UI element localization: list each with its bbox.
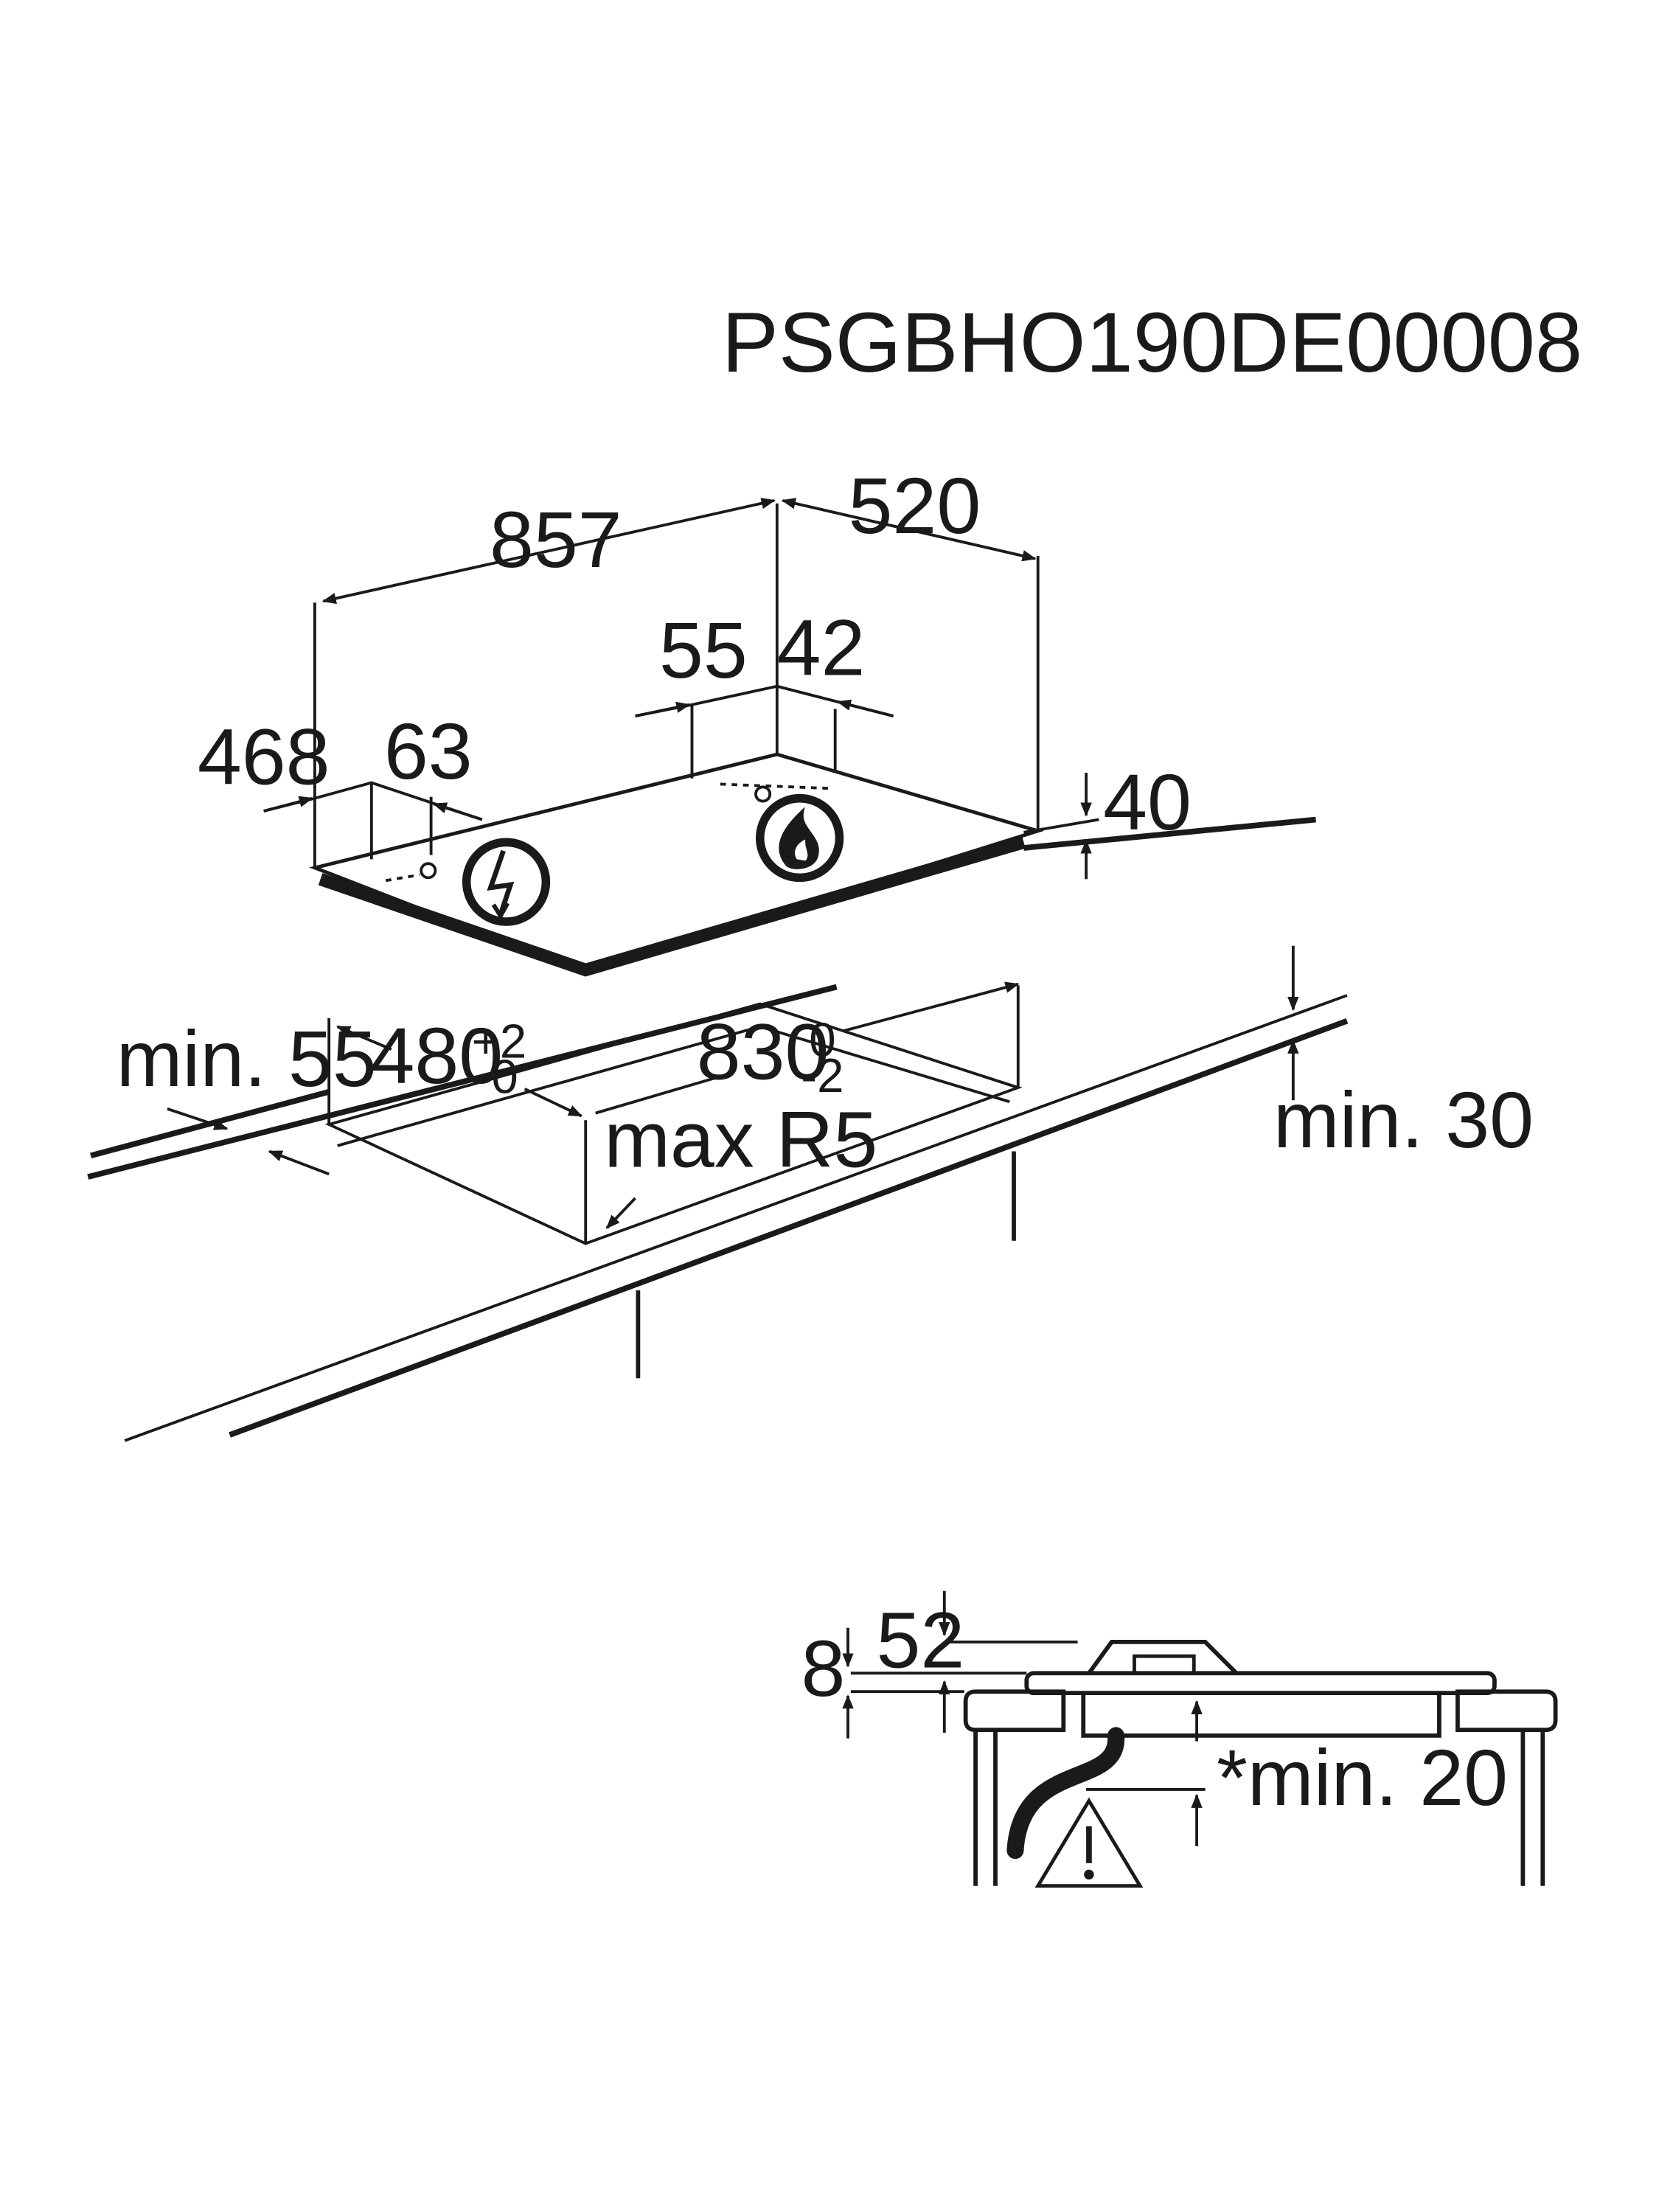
hob-top-view — [263, 498, 1316, 977]
section-view — [842, 1590, 1558, 1888]
worktop-min-label: min. 30 — [1273, 1076, 1534, 1164]
dim-468-label: 468 — [198, 712, 330, 801]
hob-plate-section — [1024, 1671, 1497, 1696]
front-min-label: min. 55 — [116, 1015, 377, 1103]
dim-depth-label: 520 — [849, 462, 981, 550]
cutout-width-tol-upper: 0 — [809, 1013, 835, 1067]
cutout-depth-tol-lower: 0 — [491, 1050, 518, 1104]
worktop-left-section — [963, 1689, 1066, 1733]
dim-55-label: 55 — [659, 606, 748, 695]
dim-42-label: 42 — [777, 603, 866, 692]
model-code: PSGBHO190DE00008 — [722, 296, 1582, 390]
dim-width-label: 857 — [490, 495, 622, 584]
hob-front-edge — [318, 835, 1026, 977]
corner-radius-label: max R5 — [604, 1096, 877, 1184]
electric-connection-point — [420, 862, 437, 880]
worktop-front-top — [124, 994, 1348, 1442]
dim-line-520 — [781, 498, 1037, 562]
dim-line-857 — [321, 498, 776, 605]
cutout-width-label: 830 — [697, 1007, 830, 1096]
section-8-label: 8 — [801, 1624, 846, 1713]
dim-63-label: 63 — [384, 707, 473, 796]
gas-hose — [1006, 1727, 1125, 1860]
radius-leader — [605, 1197, 636, 1229]
hob-body-section — [1081, 1693, 1441, 1738]
worktop-back-edge — [1023, 816, 1316, 851]
dim-line-480 — [335, 1025, 392, 1051]
dim-line-830 — [595, 1073, 727, 1115]
warning-triangle-icon — [1034, 1797, 1144, 1888]
gas-connection-point — [754, 785, 772, 803]
cutout-width-tol-lower: -2 — [801, 1048, 844, 1102]
section-52-label: 52 — [876, 1596, 964, 1685]
electric-connection-icon — [462, 838, 551, 926]
dim-line-min55 — [167, 1107, 229, 1130]
cutout-depth-label: 480 — [370, 1012, 503, 1100]
section-min20-label: *min. 20 — [1217, 1733, 1508, 1822]
gas-connection-icon — [756, 793, 844, 883]
worktop-right-section — [1455, 1689, 1558, 1733]
cutout-inner-edge — [337, 1025, 1010, 1147]
pan-support — [1087, 1640, 1238, 1675]
cutout-depth-tol-upper: +2 — [472, 1015, 527, 1068]
worktop-front-bottom — [229, 1018, 1349, 1438]
dim-thickness-label: 40 — [1103, 758, 1192, 846]
cutout-view — [87, 945, 1349, 1442]
